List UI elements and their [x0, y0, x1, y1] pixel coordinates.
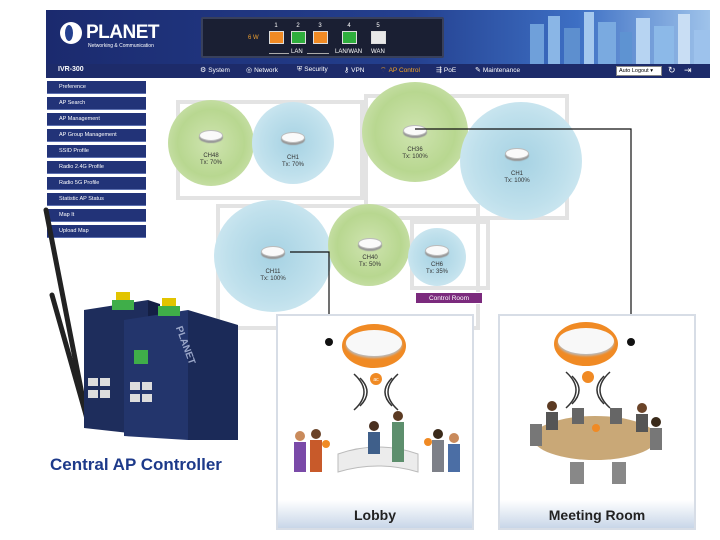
- control-room-label: Control Room: [415, 292, 483, 304]
- coverage-ch6: [408, 228, 466, 286]
- sidebar-item-ap-management[interactable]: AP Management: [47, 113, 146, 126]
- sidebar-item-map-it[interactable]: Map It: [47, 209, 146, 222]
- menu-vpn[interactable]: ⚷VPN: [344, 67, 365, 74]
- meeting-room-scene: Meeting Room: [498, 314, 696, 530]
- central-ap-controller-caption: Central AP Controller: [50, 455, 222, 474]
- port-number: 5: [376, 23, 380, 29]
- lan-port-3[interactable]: [313, 31, 328, 44]
- logo-tagline: Networking & Communication: [88, 43, 154, 49]
- port-group-wan: WAN: [371, 49, 385, 55]
- coverage-ch1-b: [460, 102, 582, 220]
- connector-dot: [627, 338, 635, 346]
- port-group-lan-wan: LAN/WAN: [335, 49, 363, 55]
- wan-port-5[interactable]: [371, 31, 386, 44]
- port-number: 3: [318, 23, 322, 29]
- shield-icon: ⛨: [297, 66, 303, 73]
- port-number: 1: [274, 23, 278, 29]
- lobby-label: Lobby: [278, 500, 472, 528]
- sidebar-item-upload-map[interactable]: Upload Map: [47, 225, 146, 238]
- menu-network[interactable]: ◎Network: [246, 67, 278, 74]
- logout-icon[interactable]: ⇥: [684, 65, 692, 75]
- access-point-icon[interactable]: [281, 132, 305, 143]
- logo-text: PLANET: [86, 22, 160, 43]
- globe-logo-icon: [60, 22, 82, 44]
- coverage-ch1: [252, 102, 334, 184]
- port-group-lan: LAN: [291, 49, 303, 55]
- lan-wan-port-4[interactable]: [342, 31, 357, 44]
- header-banner: PLANET Networking & Communication 6 W 1 …: [46, 10, 710, 64]
- port-status-panel: 6 W 1 2 3 4 5 LAN LAN/WAN WAN: [201, 17, 444, 58]
- menu-security[interactable]: ⛨Security: [297, 66, 328, 73]
- lan-port-1[interactable]: [269, 31, 284, 44]
- lan-port-2[interactable]: [291, 31, 306, 44]
- ceiling-access-point-icon: [342, 324, 406, 368]
- planet-logo: PLANET: [60, 22, 160, 44]
- access-point-icon[interactable]: [425, 245, 449, 256]
- model-name: IVR-300: [58, 66, 84, 73]
- key-icon: ⚷: [344, 67, 350, 74]
- skyline-graphic: [530, 12, 710, 64]
- sidebar-item-ap-group-management[interactable]: AP Group Management: [47, 129, 146, 142]
- menu-system[interactable]: ⚙System: [200, 67, 230, 74]
- access-point-icon[interactable]: [505, 148, 529, 159]
- port-number: 4: [347, 23, 351, 29]
- access-point-icon[interactable]: [261, 246, 285, 257]
- central-ap-controller-device: [43, 207, 238, 440]
- meeting-room-label: Meeting Room: [500, 500, 694, 528]
- sidebar-item-radio-24g-profile[interactable]: Radio 2.4G Profile: [47, 161, 146, 174]
- sidebar-item-ssid-profile[interactable]: SSID Profile: [47, 145, 146, 158]
- globe-icon: ◎: [246, 67, 253, 74]
- port-group-line: [307, 53, 329, 54]
- refresh-icon[interactable]: ↻: [668, 65, 676, 75]
- ceiling-access-point-icon: [554, 322, 618, 366]
- svg-text:ac: ac: [373, 377, 379, 383]
- menu-maintenance[interactable]: ✎Maintenance: [475, 67, 521, 74]
- wifi-icon: ⌔: [380, 67, 387, 74]
- main-menu-bar: IVR-300 ⚙System ◎Network ⛨Security ⚷VPN …: [46, 64, 710, 78]
- sidebar-item-preference[interactable]: Preference: [47, 81, 146, 94]
- menu-ap-control[interactable]: ⌔AP Control: [380, 67, 420, 74]
- access-point-icon[interactable]: [199, 130, 223, 141]
- access-point-icon[interactable]: [358, 238, 382, 249]
- access-point-icon[interactable]: [403, 125, 427, 136]
- connector-dot: [325, 338, 333, 346]
- lobby-illustration: ac: [294, 373, 460, 473]
- wrench-icon: ✎: [475, 67, 481, 74]
- poe-icon: ⇶: [436, 67, 442, 74]
- meeting-illustration: [530, 371, 662, 484]
- menu-poe[interactable]: ⇶PoE: [436, 67, 457, 74]
- port-group-line: [269, 53, 289, 54]
- sidebar-item-radio-5g-profile[interactable]: Radio 5G Profile: [47, 177, 146, 190]
- lobby-scene: ac Lobby: [276, 314, 474, 530]
- power-label: 6 W: [248, 35, 259, 41]
- sidebar-item-ap-search[interactable]: AP Search: [47, 97, 146, 110]
- gear-icon: ⚙: [200, 67, 207, 74]
- sidebar-item-statistic-ap-status[interactable]: Statistic AP Status: [47, 193, 146, 206]
- auto-logout-select[interactable]: Auto Logout ▾: [616, 66, 662, 76]
- port-number: 2: [296, 23, 300, 29]
- coverage-ch48: [168, 100, 254, 186]
